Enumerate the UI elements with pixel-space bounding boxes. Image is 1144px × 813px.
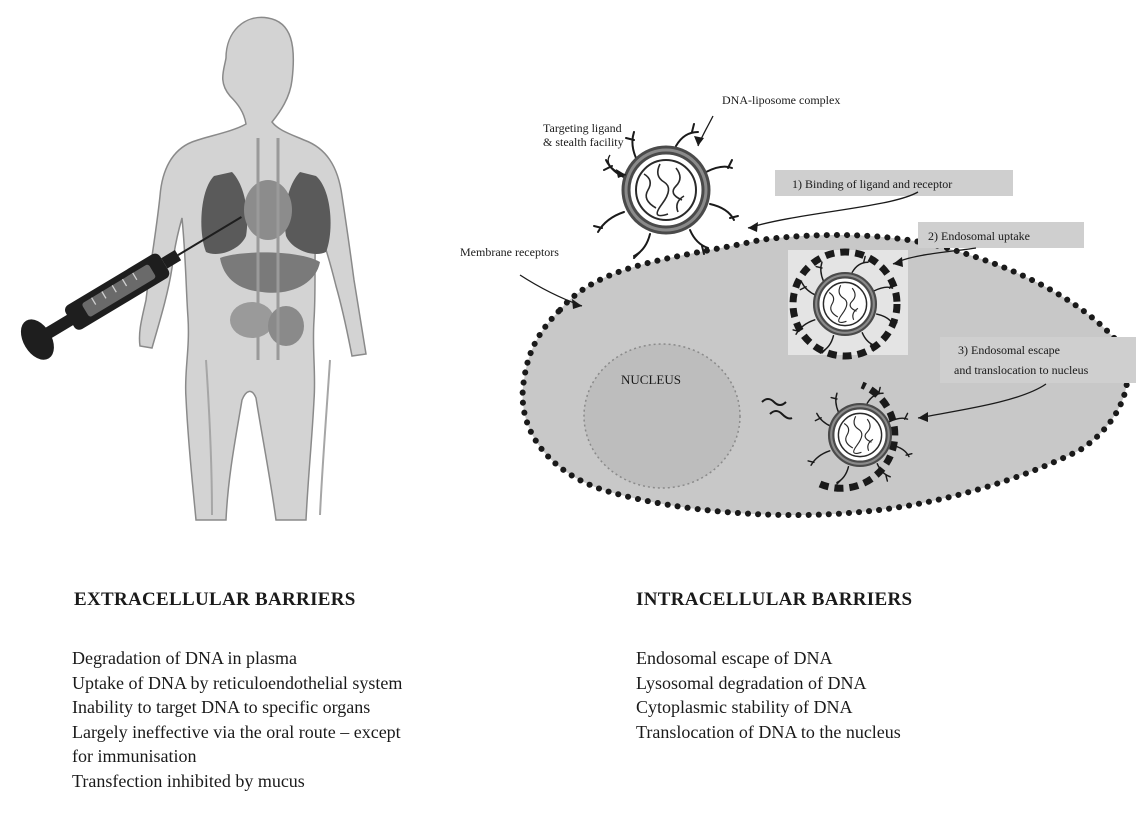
label-membrane-receptors: Membrane receptors [460, 245, 559, 259]
list-item: Lysosomal degradation of DNA [636, 671, 901, 696]
extracellular-heading: EXTRACELLULAR BARRIERS [74, 589, 356, 611]
list-item: Transfection inhibited by mucus [72, 769, 402, 794]
list-item: Uptake of DNA by reticuloendothelial sys… [72, 671, 402, 696]
list-item: Largely ineffective via the oral route –… [72, 720, 402, 745]
nucleus [584, 344, 740, 488]
human-body-figure [14, 17, 366, 520]
label-nucleus: NUCLEUS [621, 372, 681, 387]
gene-delivery-figure: Targeting ligand & stealth facility DNA-… [0, 0, 1144, 560]
label-dna-liposome-complex: DNA-liposome complex [722, 93, 840, 107]
list-item: Endosomal escape of DNA [636, 646, 901, 671]
list-item: Inability to target DNA to specific orga… [72, 695, 402, 720]
label-targeting-ligand: Targeting ligand & stealth facility [543, 121, 625, 149]
step-2-label: 2) Endosomal uptake [928, 229, 1030, 243]
step-1-label: 1) Binding of ligand and receptor [792, 177, 952, 191]
extracellular-list: Degradation of DNA in plasma Uptake of D… [72, 646, 402, 794]
intracellular-list: Endosomal escape of DNA Lysosomal degrad… [636, 646, 901, 744]
intracellular-heading: INTRACELLULAR BARRIERS [636, 589, 912, 611]
list-item: Degradation of DNA in plasma [72, 646, 402, 671]
list-item: for immunisation [72, 744, 402, 769]
list-item: Cytoplasmic stability of DNA [636, 695, 901, 720]
list-item: Translocation of DNA to the nucleus [636, 720, 901, 745]
